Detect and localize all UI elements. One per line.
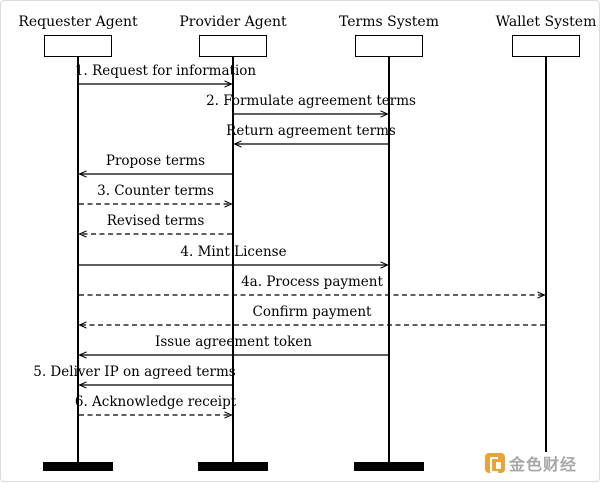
participant-label-requester: Requester Agent <box>18 14 138 30</box>
message-label-4: Propose terms <box>105 153 206 169</box>
message-label-8: 4a. Process payment <box>241 274 383 290</box>
participant-label-provider: Provider Agent <box>179 14 287 30</box>
watermark: 金色财经 <box>485 449 595 477</box>
participant-label-wallet: Wallet System <box>495 14 597 30</box>
participant-box-provider <box>199 35 267 57</box>
message-label-7: 4. Mint License <box>180 244 287 260</box>
participant-box-terms <box>355 35 423 57</box>
lifeline-terms <box>388 57 390 464</box>
message-label-10: Issue agreement token <box>155 334 312 350</box>
participant-box-wallet <box>512 35 580 57</box>
watermark-text: 金色财经 <box>509 455 578 474</box>
participant-box-requester <box>44 35 112 57</box>
message-label-1: 1. Request for information <box>74 63 257 79</box>
lifeline-end-provider <box>198 462 268 471</box>
lifeline-provider <box>232 57 234 464</box>
lifeline-end-requester <box>43 462 113 471</box>
message-label-5: 3. Counter terms <box>97 183 214 199</box>
message-label-3: Return agreement terms <box>226 123 396 139</box>
lifeline-end-terms <box>354 462 424 471</box>
message-label-2: 2. Formulate agreement terms <box>206 93 416 109</box>
message-label-11: 5. Deliver IP on agreed terms <box>33 364 236 380</box>
lifeline-wallet <box>545 57 547 452</box>
message-label-6: Revised terms <box>106 213 205 229</box>
lifeline-requester <box>77 57 79 464</box>
golden-finance-logo-icon <box>485 453 505 473</box>
message-label-12: 6. Acknowledge receipt <box>74 394 237 410</box>
message-label-9: Confirm payment <box>252 304 372 320</box>
participant-label-terms: Terms System <box>338 14 439 30</box>
